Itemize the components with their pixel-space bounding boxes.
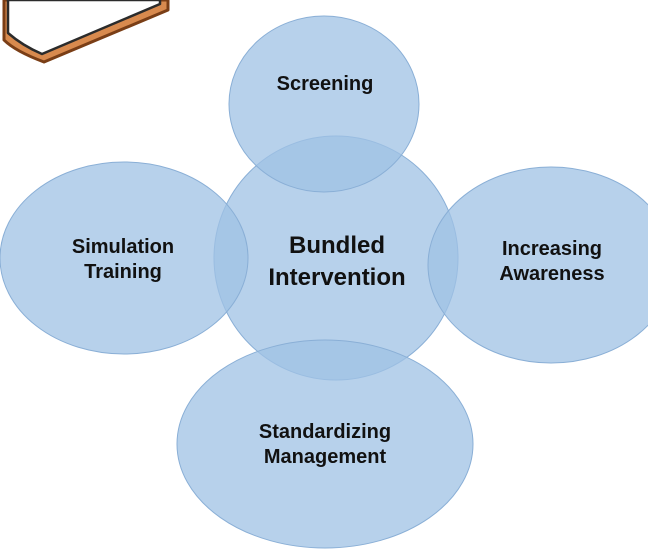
- bottom-circle: [176, 339, 474, 549]
- clipboard-icon: [2, 0, 170, 64]
- top-circle: [228, 15, 420, 193]
- left-circle: [0, 161, 249, 355]
- right-circle: [427, 166, 648, 364]
